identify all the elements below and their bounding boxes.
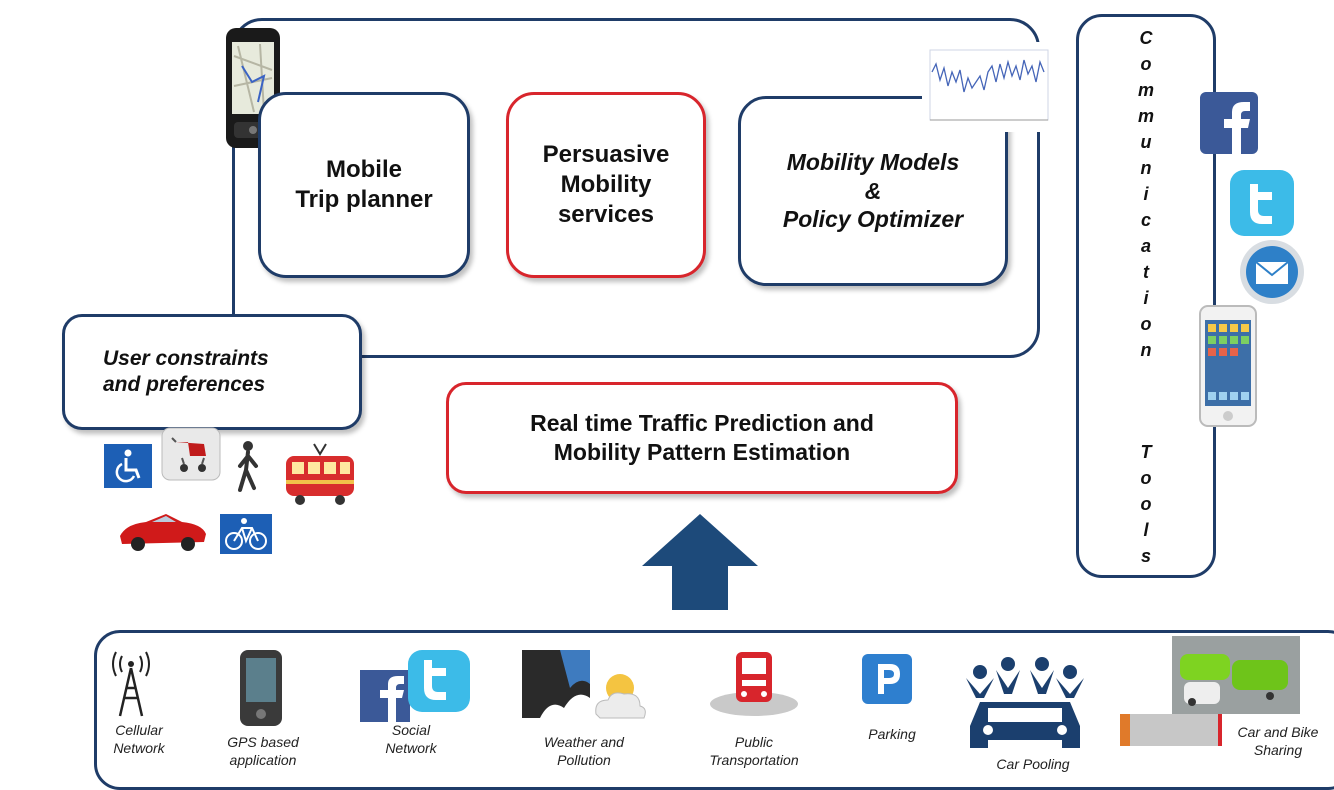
comm-letter: o [1140,54,1152,74]
comm-letter: T [1140,442,1152,462]
traffic-prediction-box: Real time Traffic Prediction and Mobilit… [446,382,958,494]
comm-letter: o [1140,314,1152,334]
source-label: Weather and Pollution [544,734,624,768]
comm-letter: c [1140,210,1151,230]
wheelchair-icon [104,444,152,493]
source-label: GPS based application [227,734,299,768]
comm-letter: i [1143,184,1149,204]
services-frame [232,18,1040,358]
comm-letter: m [1137,80,1154,100]
facebook-icon [1200,92,1258,159]
car-sharing-icon [1120,636,1334,751]
social-network-icon [358,648,478,729]
email-icon [1238,238,1306,311]
source-label: Parking [868,726,916,742]
upward-arrow [640,512,760,617]
timeseries-chart-thumbnail [922,42,1052,132]
persuasive-services-label: Persuasive Mobility services [542,141,670,228]
source-label: Car Pooling [996,756,1070,772]
persuasive-services-box: Persuasive Mobility services [506,92,706,278]
comm-letter: u [1140,132,1152,152]
iphone-icon [1198,304,1258,433]
twitter-icon [1230,170,1294,241]
source-label: Social Network [385,722,437,756]
trip-planner-label: Mobile Trip planner [295,156,433,213]
user-constraints-box: User constraints and preferences [62,314,362,430]
cell-tower-icon [106,648,156,723]
comm-letter: i [1143,288,1149,308]
comm-letter: n [1140,340,1152,360]
tram-icon [280,440,360,515]
comm-letter: n [1140,158,1152,178]
comm-letter: a [1140,236,1151,256]
comm-letter: C [1139,28,1153,48]
bus-icon [706,648,802,725]
mobility-models-label: Mobility Models & Policy Optimizer [782,148,964,233]
stroller-icon [160,426,222,487]
user-constraints-label: User constraints and preferences [103,346,269,396]
trip-planner-box: Mobile Trip planner [258,92,470,278]
comm-letter: o [1140,468,1152,488]
car-pooling-icon [962,654,1088,759]
smartphone-map-icon [224,26,284,157]
source-label: Car and Bike Sharing [1237,724,1319,758]
comm-letter: l [1143,520,1149,540]
comm-letter: o [1140,494,1152,514]
comm-letter: t [1143,262,1149,282]
bicycle-sign-icon [220,514,272,559]
gps-device-icon [236,648,286,733]
weather-icon [520,648,650,729]
pedestrian-icon [232,440,264,499]
source-label: Cellular Network [113,722,165,756]
red-car-icon [116,506,210,559]
communication-tools-frame [1076,14,1216,578]
comm-letter: m [1137,106,1154,126]
source-label: Public Transportation [709,734,799,768]
parking-icon [862,654,912,709]
comm-letter: s [1140,546,1151,566]
traffic-prediction-label: Real time Traffic Prediction and Mobilit… [530,410,874,465]
